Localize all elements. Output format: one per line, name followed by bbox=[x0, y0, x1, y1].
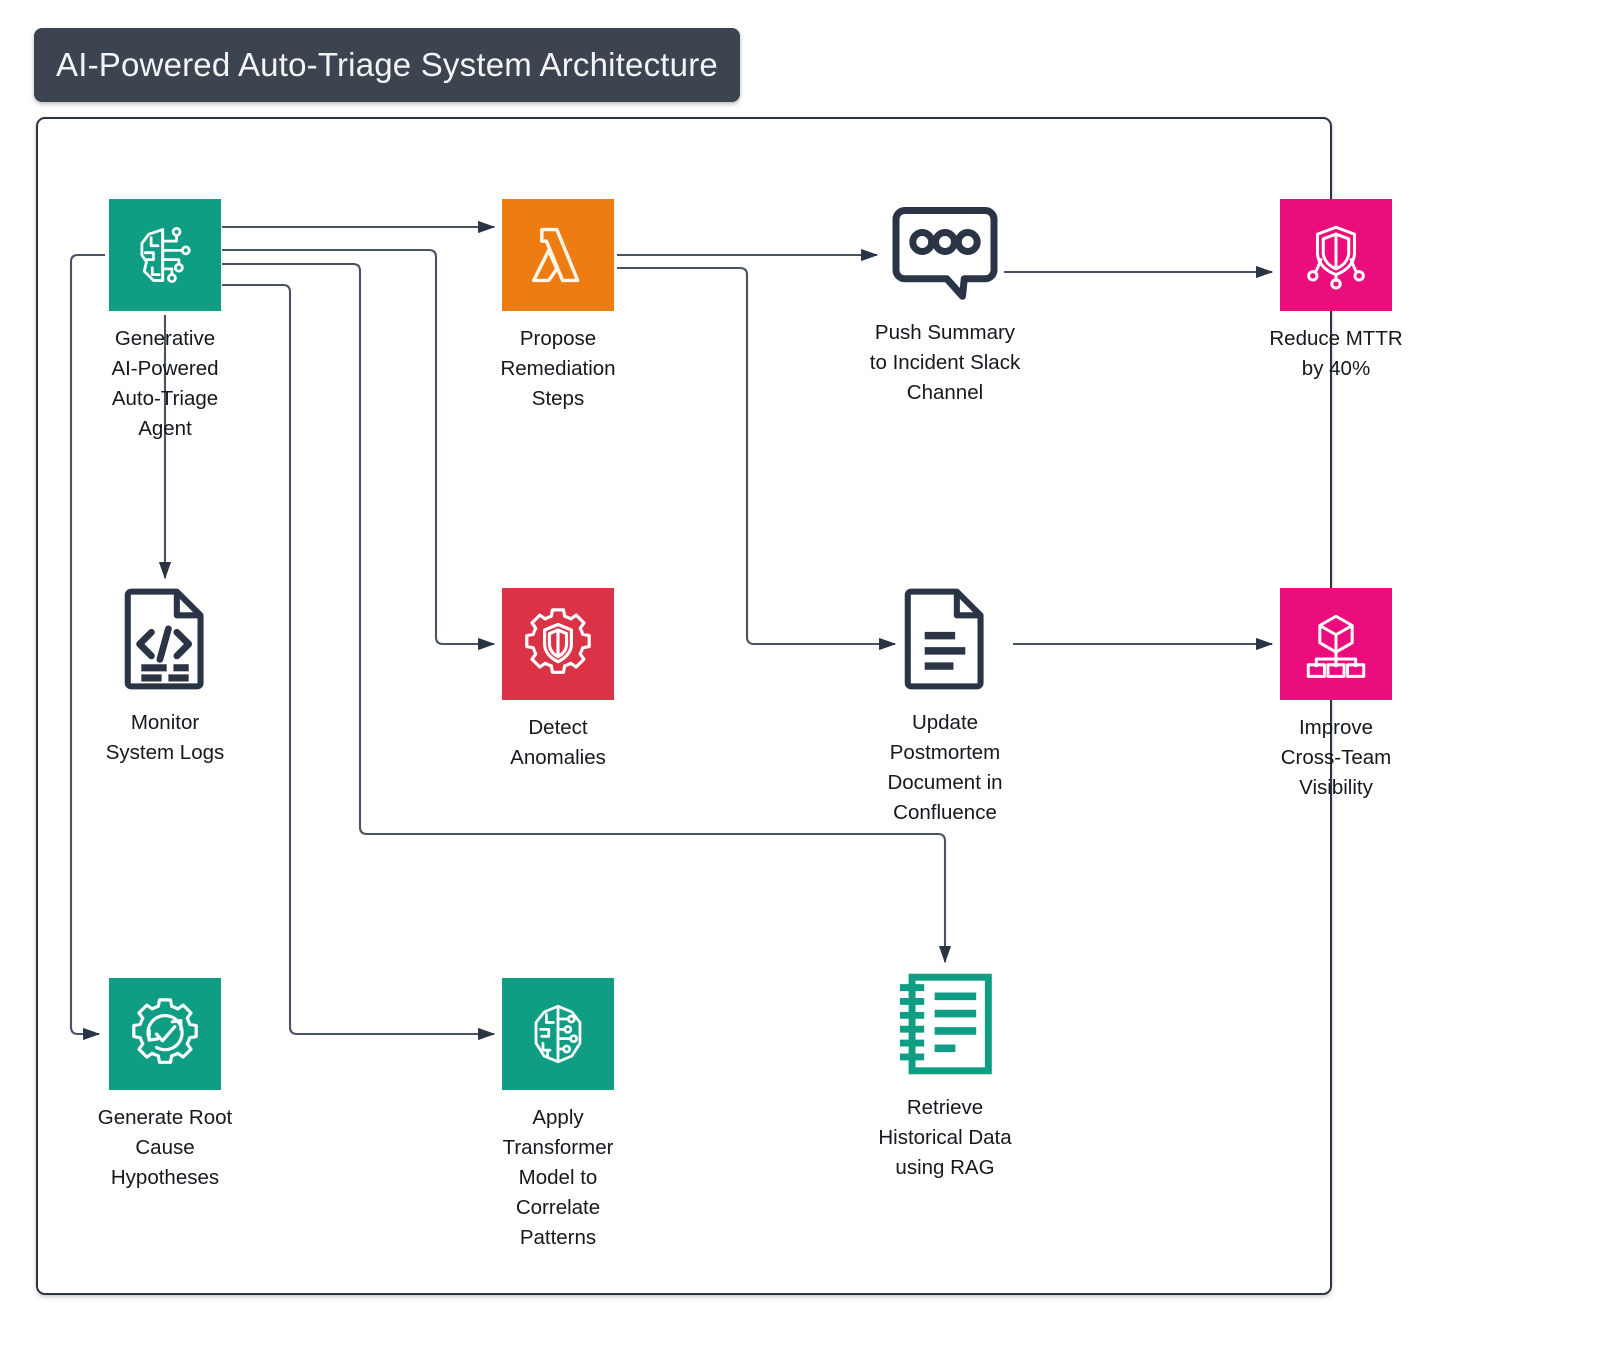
node-label: Update Postmortem Document in Confluence bbox=[887, 711, 1003, 824]
node-improve-visibility[interactable]: Improve Cross-Team Visibility bbox=[1221, 588, 1451, 803]
node-label: Propose Remediation Steps bbox=[500, 327, 616, 410]
node-icon-box[interactable] bbox=[1280, 588, 1392, 700]
node-icon-box[interactable] bbox=[109, 978, 221, 1090]
diagram-title-banner: AI-Powered Auto-Triage System Architectu… bbox=[34, 28, 740, 102]
code-document-icon bbox=[124, 588, 204, 690]
node-reduce-mttr[interactable]: Reduce MTTR by 40% bbox=[1221, 199, 1451, 384]
page-title: AI-Powered Auto-Triage System Architectu… bbox=[56, 46, 718, 83]
node-label: Retrieve Historical Data using RAG bbox=[878, 1096, 1012, 1179]
node-label: Monitor System Logs bbox=[105, 711, 225, 764]
chat-bubble-icon bbox=[892, 207, 998, 300]
node-label: Detect Anomalies bbox=[510, 716, 606, 769]
node-label: Generative AI-Powered Auto-Triage Agent bbox=[111, 327, 219, 440]
node-generate-root-cause[interactable]: Generate Root Cause Hypotheses bbox=[50, 978, 280, 1193]
node-icon-box[interactable] bbox=[502, 978, 614, 1090]
node-icon-box[interactable] bbox=[502, 588, 614, 700]
node-label: Reduce MTTR by 40% bbox=[1269, 327, 1403, 380]
node-label: Push Summary to Incident Slack Channel bbox=[869, 321, 1021, 404]
brain-nodes-icon bbox=[534, 1004, 582, 1064]
node-label: Apply Transformer Model to Correlate Pat… bbox=[502, 1106, 614, 1249]
notebook-icon bbox=[899, 973, 992, 1075]
brain-circuit-icon bbox=[140, 227, 191, 283]
gear-shield-icon bbox=[525, 608, 591, 674]
node-icon-box[interactable] bbox=[109, 583, 221, 695]
node-monitor-system-logs[interactable]: Monitor System Logs bbox=[50, 583, 280, 768]
cube-hierarchy-icon bbox=[1306, 614, 1366, 678]
node-icon-box[interactable] bbox=[889, 968, 1001, 1080]
node-icon-box[interactable] bbox=[1280, 199, 1392, 311]
shield-network-icon bbox=[1307, 225, 1365, 290]
document-lines-icon bbox=[904, 588, 984, 690]
node-icon-box[interactable] bbox=[502, 199, 614, 311]
node-propose-remediation[interactable]: Propose Remediation Steps bbox=[443, 199, 673, 414]
node-generative-ai-agent[interactable]: Generative AI-Powered Auto-Triage Agent bbox=[50, 199, 280, 444]
node-label: Generate Root Cause Hypotheses bbox=[97, 1106, 233, 1189]
node-label: Improve Cross-Team Visibility bbox=[1280, 716, 1392, 799]
node-retrieve-historical-rag[interactable]: Retrieve Historical Data using RAG bbox=[830, 968, 1060, 1183]
aws-lambda-icon bbox=[531, 227, 580, 283]
node-apply-transformer[interactable]: Apply Transformer Model to Correlate Pat… bbox=[443, 978, 673, 1253]
node-icon-box[interactable] bbox=[889, 193, 1001, 305]
node-detect-anomalies[interactable]: Detect Anomalies bbox=[443, 588, 673, 773]
node-push-summary-slack[interactable]: Push Summary to Incident Slack Channel bbox=[830, 193, 1060, 408]
node-icon-box[interactable] bbox=[889, 583, 1001, 695]
node-icon-box[interactable] bbox=[109, 199, 221, 311]
node-update-postmortem[interactable]: Update Postmortem Document in Confluence bbox=[830, 583, 1060, 828]
gear-check-icon bbox=[132, 998, 198, 1064]
